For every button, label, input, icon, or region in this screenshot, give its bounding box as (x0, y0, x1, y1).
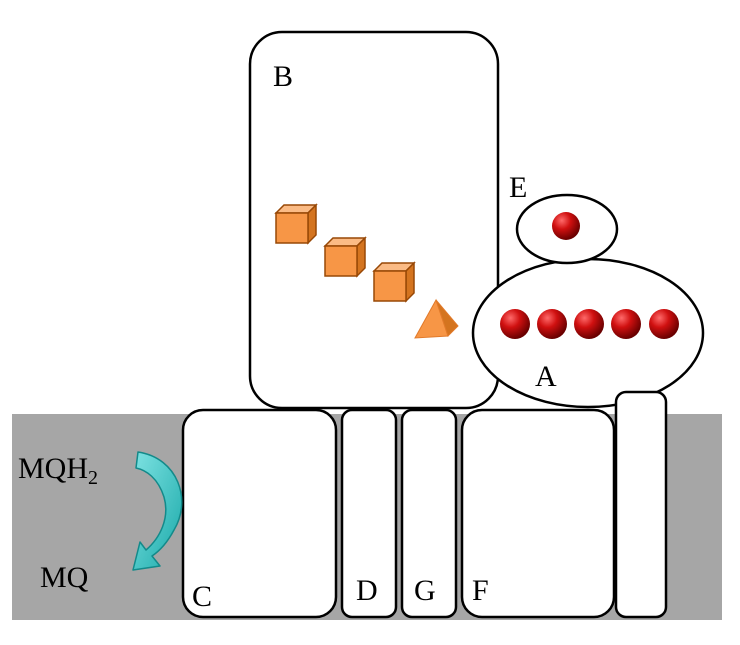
cofactor-cube (274, 203, 318, 245)
subunit-D (340, 408, 398, 619)
product-label: MQ (40, 561, 89, 594)
substrate-text: MQH (18, 452, 88, 485)
reaction-arrow-icon (132, 451, 183, 571)
cofactor-sphere (537, 309, 567, 339)
label-C: C (192, 580, 212, 613)
label-F: F (472, 574, 489, 607)
label-A: A (535, 360, 557, 393)
subunit-stalk (614, 390, 668, 619)
cofactor-cube (323, 236, 367, 278)
subunit-G (400, 408, 458, 619)
cofactor-sphere (611, 309, 641, 339)
label-E: E (509, 171, 527, 204)
subunit-C (181, 408, 338, 619)
subunit-F (460, 408, 616, 619)
label-B: B (273, 60, 293, 93)
cofactor-cube (372, 261, 416, 303)
cofactor-sphere (649, 309, 679, 339)
substrate-label: MQH2 (18, 452, 98, 489)
label-D: D (356, 574, 378, 607)
label-G: G (414, 574, 436, 607)
cofactor-sphere (552, 212, 580, 240)
cofactor-pyramid (414, 298, 459, 339)
cofactor-sphere (574, 309, 604, 339)
substrate-subscript: 2 (88, 467, 98, 489)
cofactor-sphere (500, 309, 530, 339)
